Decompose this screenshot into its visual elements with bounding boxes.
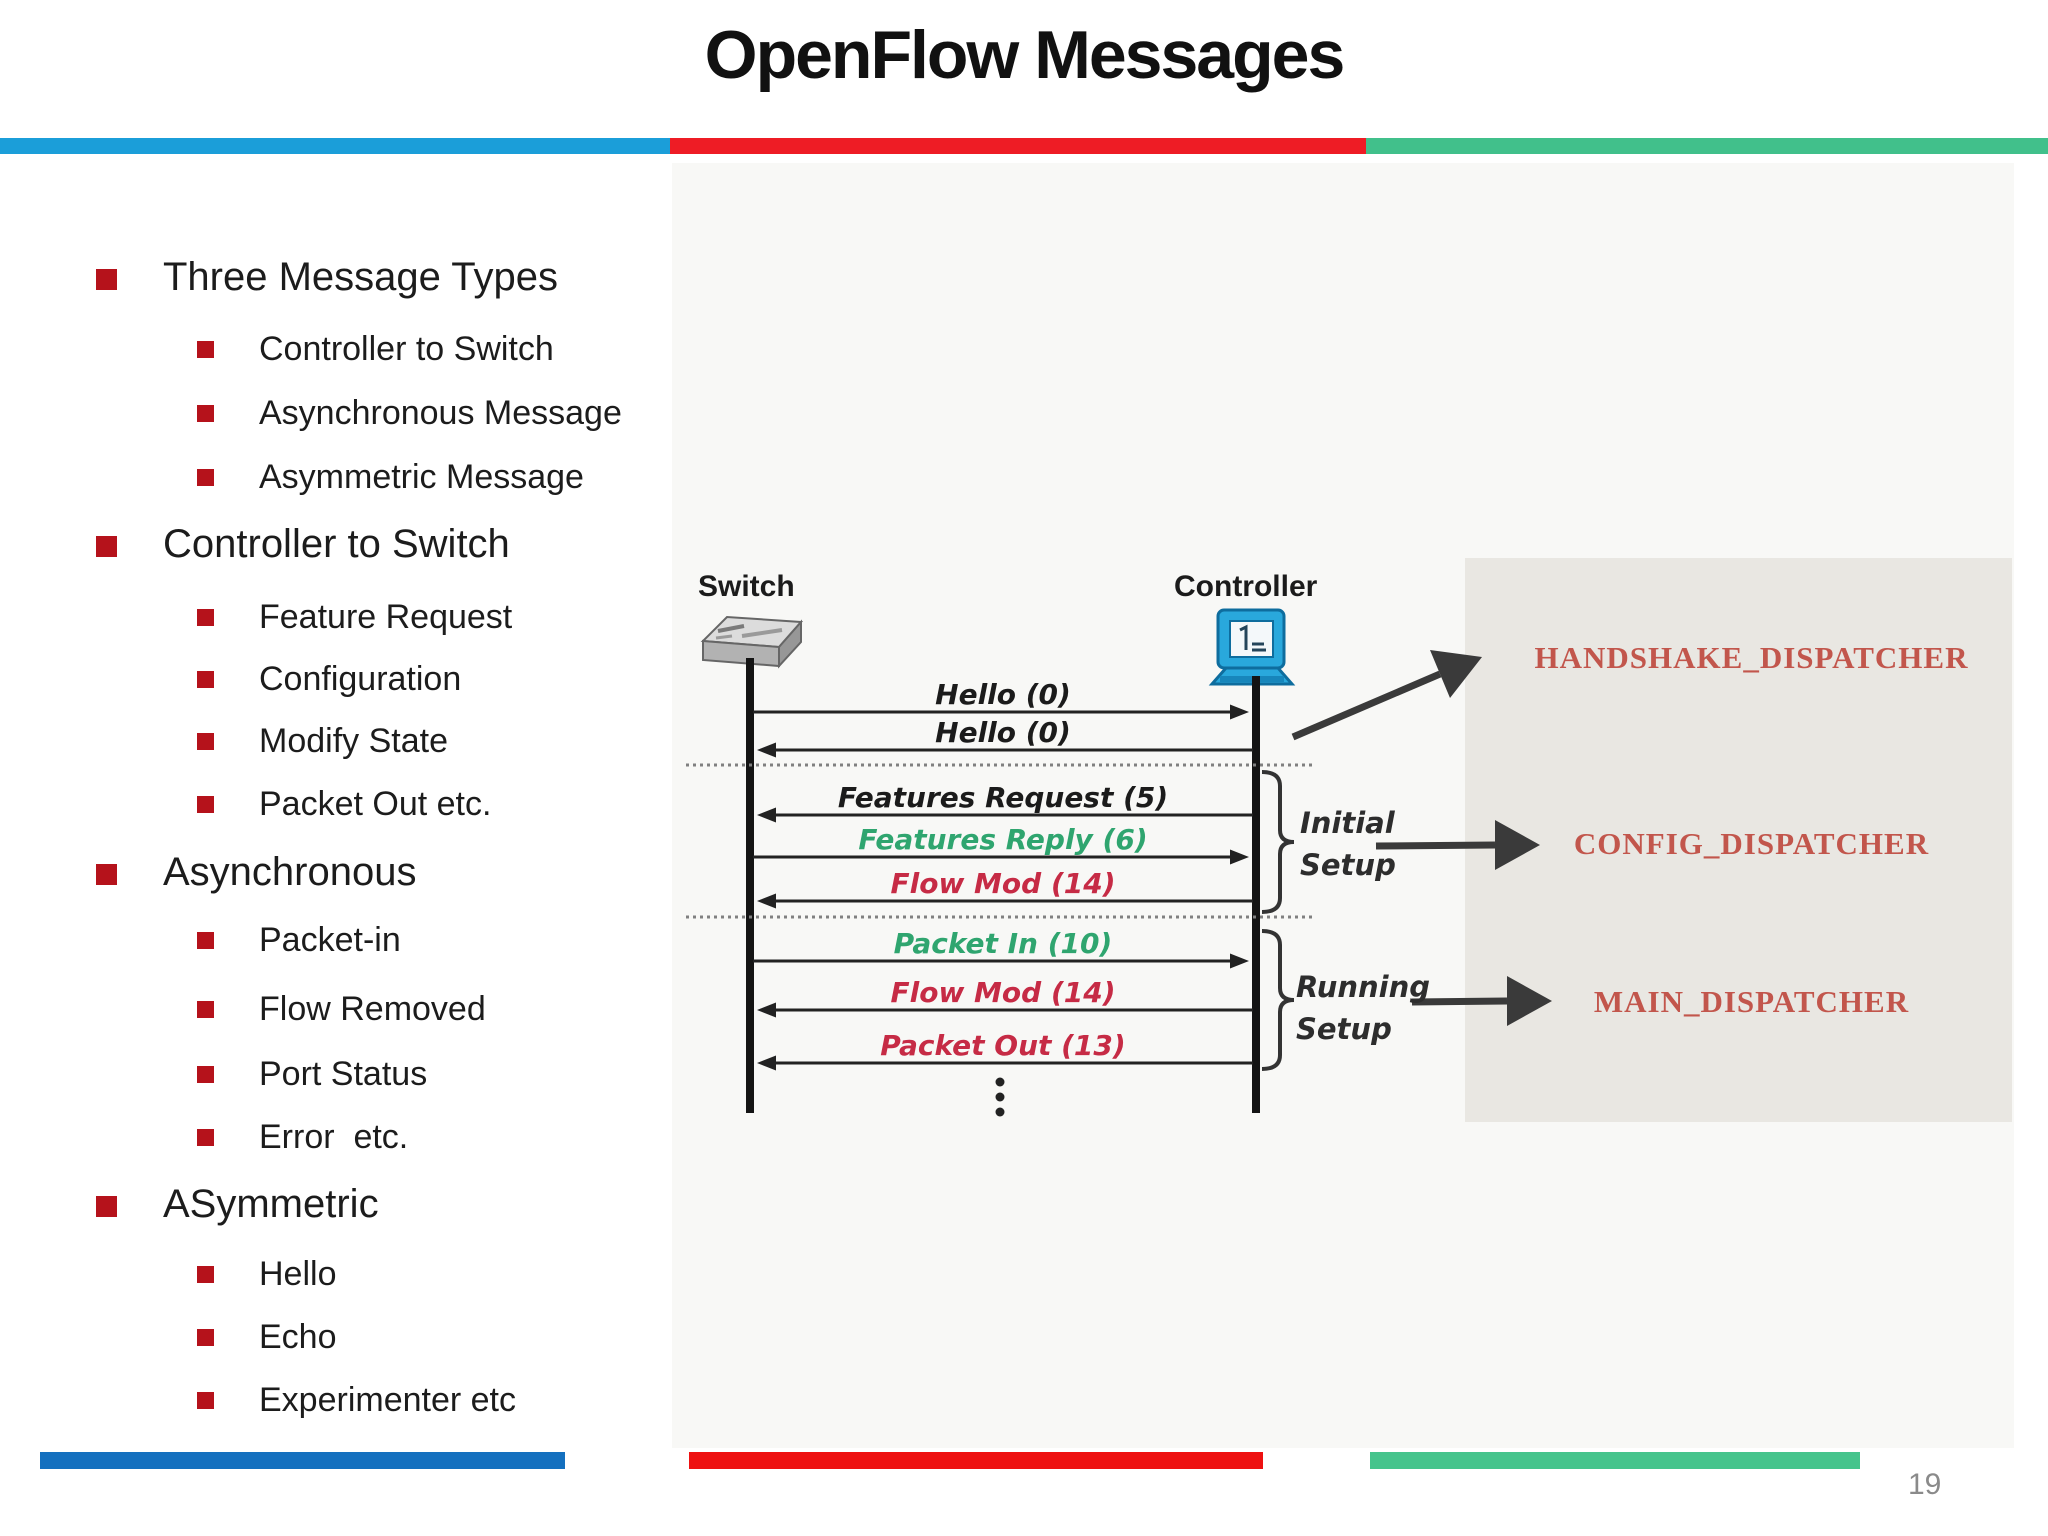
bullet-square-icon: [96, 864, 117, 885]
footer-bar-green: [1370, 1452, 1860, 1469]
dispatcher-label-config: CONFIG_DISPATCHER: [1573, 826, 1930, 861]
bullet-square-icon: [197, 733, 214, 750]
phase-running-line1: Running: [1296, 970, 1431, 1004]
bullet-item: Port Status: [197, 1055, 427, 1094]
dispatcher-panel: HANDSHAKE_DISPATCHER CONFIG_DISPATCHER M…: [1465, 558, 2012, 1122]
bullet-square-icon: [96, 536, 117, 557]
bullet-item-label: Flow Removed: [259, 990, 486, 1028]
bullet-item: Controller to Switch: [197, 330, 554, 369]
bullet-item-label: Three Message Types: [163, 255, 559, 299]
bullet-item-label: Asynchronous: [163, 850, 417, 894]
bullet-item-label: Packet Out etc.: [259, 785, 492, 823]
bullet-square-icon: [197, 932, 214, 949]
bullet-item: Hello: [197, 1255, 336, 1294]
top-accent-bar-green: [1366, 138, 2048, 154]
message-labels: Hello (0) Hello (0) Features Request (5) Fe…: [700, 0, 1306, 1200]
bullet-item-label: Experimenter etc: [259, 1381, 516, 1419]
bullet-item: Packet-in: [197, 921, 401, 960]
message-label: Flow Mod (14): [890, 867, 1116, 900]
bullet-square-icon: [197, 796, 214, 813]
bullet-item-label: Packet-in: [259, 921, 401, 959]
bullet-item-label: Modify State: [259, 722, 448, 760]
bullet-item-label: Asymmetric Message: [259, 458, 584, 496]
bullet-item-label: Feature Request: [259, 598, 513, 636]
bullet-item-label: Error etc.: [259, 1118, 409, 1156]
bullet-item: Flow Removed: [197, 990, 486, 1029]
phase-initial-line1: Initial: [1300, 806, 1395, 840]
bullet-item: Asynchronous Message: [197, 394, 622, 433]
top-accent-bar-blue: [0, 138, 670, 154]
bullet-square-icon: [197, 469, 214, 486]
bullet-square-icon: [197, 1266, 214, 1283]
bullet-item: Asymmetric Message: [197, 458, 584, 497]
bullet-square-icon: [96, 269, 117, 290]
bullet-item: Error etc.: [197, 1118, 408, 1157]
bullet-item-label: Hello: [259, 1255, 337, 1293]
message-label: Packet Out (13): [880, 1029, 1126, 1062]
bullet-square-icon: [197, 1001, 214, 1018]
bullet-square-icon: [197, 1066, 214, 1083]
message-label: Flow Mod (14): [890, 976, 1116, 1009]
bullet-item: Echo: [197, 1318, 337, 1357]
phase-label-initial-setup: Initial Setup: [1300, 802, 1396, 886]
phase-initial-line2: Setup: [1300, 848, 1396, 882]
bullet-square-icon: [197, 1129, 214, 1146]
bullet-item-label: Port Status: [259, 1055, 428, 1093]
bullet-square-icon: [197, 405, 214, 422]
message-label: Hello (0): [935, 678, 1071, 711]
bullet-item: Asynchronous: [96, 850, 416, 895]
bullet-item: Feature Request: [197, 598, 512, 637]
actor-label-controller: Controller: [1174, 570, 1318, 603]
bullet-item: ASymmetric: [96, 1182, 379, 1227]
bullet-item-label: Configuration: [259, 660, 462, 698]
actor-label-switch: Switch: [698, 570, 795, 603]
message-label: Packet In (10): [893, 927, 1113, 960]
page-number: 19: [1908, 1468, 1942, 1501]
bullet-item-label: Asynchronous Message: [259, 394, 622, 432]
dispatcher-label-handshake: HANDSHAKE_DISPATCHER: [1534, 640, 1969, 675]
bullet-square-icon: [197, 609, 214, 626]
bullet-square-icon: [197, 1329, 214, 1346]
bullet-item-label: Controller to Switch: [163, 522, 510, 566]
bullet-item-label: Echo: [259, 1318, 337, 1356]
message-label: Hello (0): [935, 716, 1071, 749]
page-title: OpenFlow Messages: [704, 17, 1346, 93]
phase-label-running-setup: Running Setup: [1296, 966, 1430, 1050]
bullet-item: Packet Out etc.: [197, 785, 491, 824]
bullet-item: Experimenter etc: [197, 1381, 516, 1420]
footer-bar-blue: [40, 1452, 565, 1469]
bullet-item-label: Controller to Switch: [259, 330, 554, 368]
bullet-square-icon: [197, 341, 214, 358]
bullet-item: Modify State: [197, 722, 448, 761]
bullet-item: Configuration: [197, 660, 461, 699]
bullet-item-label: ASymmetric: [163, 1182, 379, 1226]
message-label: Features Request (5): [837, 781, 1169, 814]
bullet-item: Controller to Switch: [96, 522, 510, 567]
phase-running-line2: Setup: [1296, 1012, 1392, 1046]
bullet-square-icon: [197, 1392, 214, 1409]
bullet-square-icon: [197, 671, 214, 688]
dispatcher-label-main: MAIN_DISPATCHER: [1593, 984, 1910, 1019]
bullet-item: Three Message Types: [96, 255, 558, 300]
top-accent-bar-red: [670, 138, 1366, 154]
message-label: Features Reply (6): [858, 823, 1148, 856]
footer-bar-red: [689, 1452, 1263, 1469]
bullet-square-icon: [96, 1196, 117, 1217]
